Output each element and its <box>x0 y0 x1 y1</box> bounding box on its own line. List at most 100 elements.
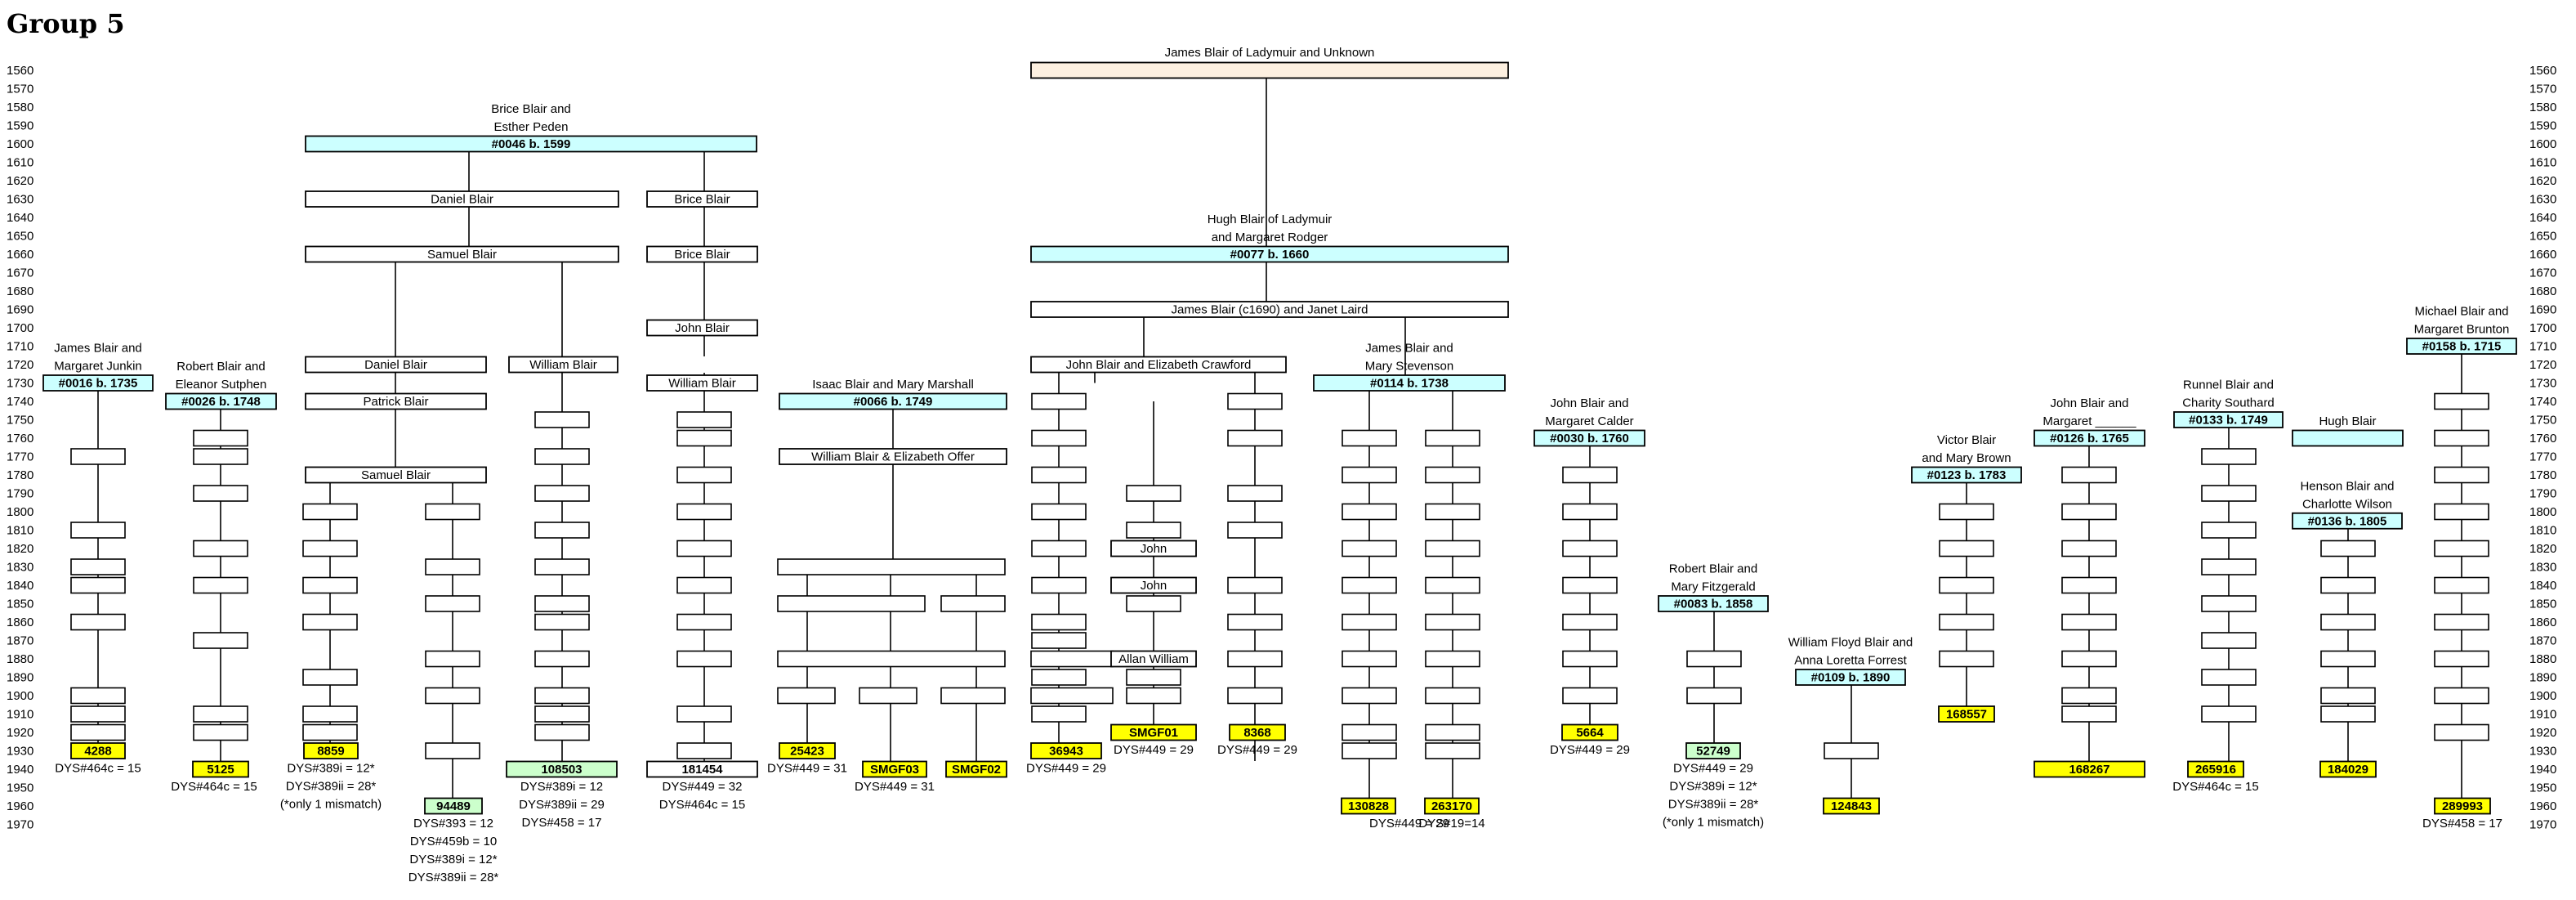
year-label: 1590 <box>2529 119 2556 133</box>
ancestor-box <box>1824 742 1879 759</box>
year-label: 1580 <box>7 101 33 114</box>
year-label: 1950 <box>7 781 33 795</box>
person-box-label: John <box>1141 579 1167 593</box>
person-box <box>305 392 487 410</box>
person-box-label: 36943 <box>1049 745 1083 759</box>
ancestor-box <box>425 558 480 575</box>
year-label: 1650 <box>7 230 33 244</box>
couple-caption: Margaret Junkin <box>54 360 142 374</box>
ancestor-box <box>70 558 126 575</box>
person-box <box>1313 374 1506 392</box>
person-box-label: 289993 <box>2442 799 2483 813</box>
ancestor-box <box>534 411 590 428</box>
person-box <box>2173 411 2284 428</box>
ancestor-box <box>2320 613 2376 631</box>
ancestor-box <box>1342 742 1397 759</box>
year-label: 1930 <box>2529 745 2556 759</box>
year-label: 1780 <box>2529 468 2556 482</box>
person-box <box>945 760 1007 778</box>
ancestor-box <box>302 503 358 521</box>
ancestor-box <box>1031 705 1087 723</box>
year-label: 1860 <box>2529 616 2556 629</box>
person-box <box>779 448 1007 465</box>
ancestor-box <box>2061 650 2117 668</box>
person-box <box>1030 245 1509 263</box>
ancestor-box <box>193 485 248 502</box>
person-box-label: Daniel Blair <box>364 358 427 372</box>
ancestor-box <box>534 448 590 465</box>
year-label: 1620 <box>7 174 33 188</box>
ancestor-box <box>1562 540 1618 557</box>
ancestor-box <box>1031 576 1087 594</box>
ancestor-box <box>676 742 732 759</box>
person-box-label: 8859 <box>317 745 344 759</box>
person-box-label: Samuel Blair <box>361 468 431 482</box>
person-box-label: #0109 b. 1890 <box>1811 671 1891 685</box>
person-box-label: 5125 <box>207 763 234 777</box>
ancestor-box <box>1227 392 1283 410</box>
ancestor-box <box>425 595 480 612</box>
ancestor-box <box>2201 669 2257 686</box>
year-label: 1800 <box>7 505 33 519</box>
ancestor-box <box>1342 576 1397 594</box>
couple-caption: Robert Blair and <box>1669 562 1757 576</box>
ancestor-box <box>2201 485 2257 502</box>
ancestor-box <box>676 540 732 557</box>
dys-note: DYS#449 = 29 <box>1114 743 1194 757</box>
person-box-label: 184029 <box>2328 763 2368 777</box>
year-label: 1680 <box>7 284 33 298</box>
ancestor-box <box>2434 613 2489 631</box>
person-box-label: Daniel Blair <box>431 193 493 207</box>
year-label: 1640 <box>7 211 33 225</box>
dys-note: DYS#449 = 31 <box>855 780 935 794</box>
ancestor-box <box>70 448 126 465</box>
person-box <box>646 190 758 208</box>
person-box <box>303 742 359 759</box>
ancestor-box <box>1126 522 1181 539</box>
year-label: 1560 <box>2529 64 2556 78</box>
person-box-label: William Blair <box>668 377 736 391</box>
person-box <box>305 356 487 374</box>
person-box-label: SMGF03 <box>870 763 919 777</box>
year-label: 1720 <box>2529 358 2556 372</box>
year-label: 1870 <box>7 634 33 648</box>
dys-note: DYS#393 = 12 <box>413 817 493 831</box>
couple-caption: Esther Peden <box>494 120 569 134</box>
year-label: 1910 <box>7 708 33 722</box>
ancestor-box <box>193 448 248 465</box>
person-box-label: #0126 b. 1765 <box>2050 432 2129 446</box>
ancestor-box <box>1562 650 1618 668</box>
ancestor-box <box>777 650 1006 668</box>
person-box-label: SMGF01 <box>1129 726 1178 740</box>
year-label: 1710 <box>2529 340 2556 354</box>
ancestor-box <box>2320 576 2376 594</box>
year-label: 1920 <box>2529 726 2556 740</box>
person-box-label: 25423 <box>790 745 824 759</box>
year-label: 1920 <box>7 726 33 740</box>
person-box <box>1110 540 1197 557</box>
ancestor-box <box>1342 503 1397 521</box>
year-label: 1680 <box>2529 284 2556 298</box>
dys-note: DYS#389ii = 29 <box>519 798 605 812</box>
couple-caption: John Blair and <box>2051 396 2129 410</box>
ancestor-box <box>70 576 126 594</box>
ancestor-box <box>2201 705 2257 723</box>
couple-caption: Margaret ______ <box>2042 414 2136 428</box>
year-label: 1700 <box>2529 321 2556 335</box>
couple-caption: Isaac Blair and Mary Marshall <box>812 378 974 392</box>
person-box-label: 108503 <box>541 763 582 777</box>
ancestor-box <box>534 650 590 668</box>
year-label: 1630 <box>7 193 33 207</box>
person-box <box>779 392 1007 410</box>
person-box <box>1110 723 1197 741</box>
ancestor-box <box>1686 650 1742 668</box>
year-label: 1870 <box>2529 634 2556 648</box>
ancestor-box <box>676 705 732 723</box>
couple-caption: Margaret Brunton <box>2414 323 2510 337</box>
couple-caption: Margaret Calder <box>1545 414 1633 428</box>
year-label: 1800 <box>2529 505 2556 519</box>
ancestor-box <box>1342 613 1397 631</box>
ancestor-box <box>1227 485 1283 502</box>
person-box-label: 168267 <box>2069 763 2109 777</box>
couple-caption: and Margaret Rodger <box>1212 231 1328 244</box>
